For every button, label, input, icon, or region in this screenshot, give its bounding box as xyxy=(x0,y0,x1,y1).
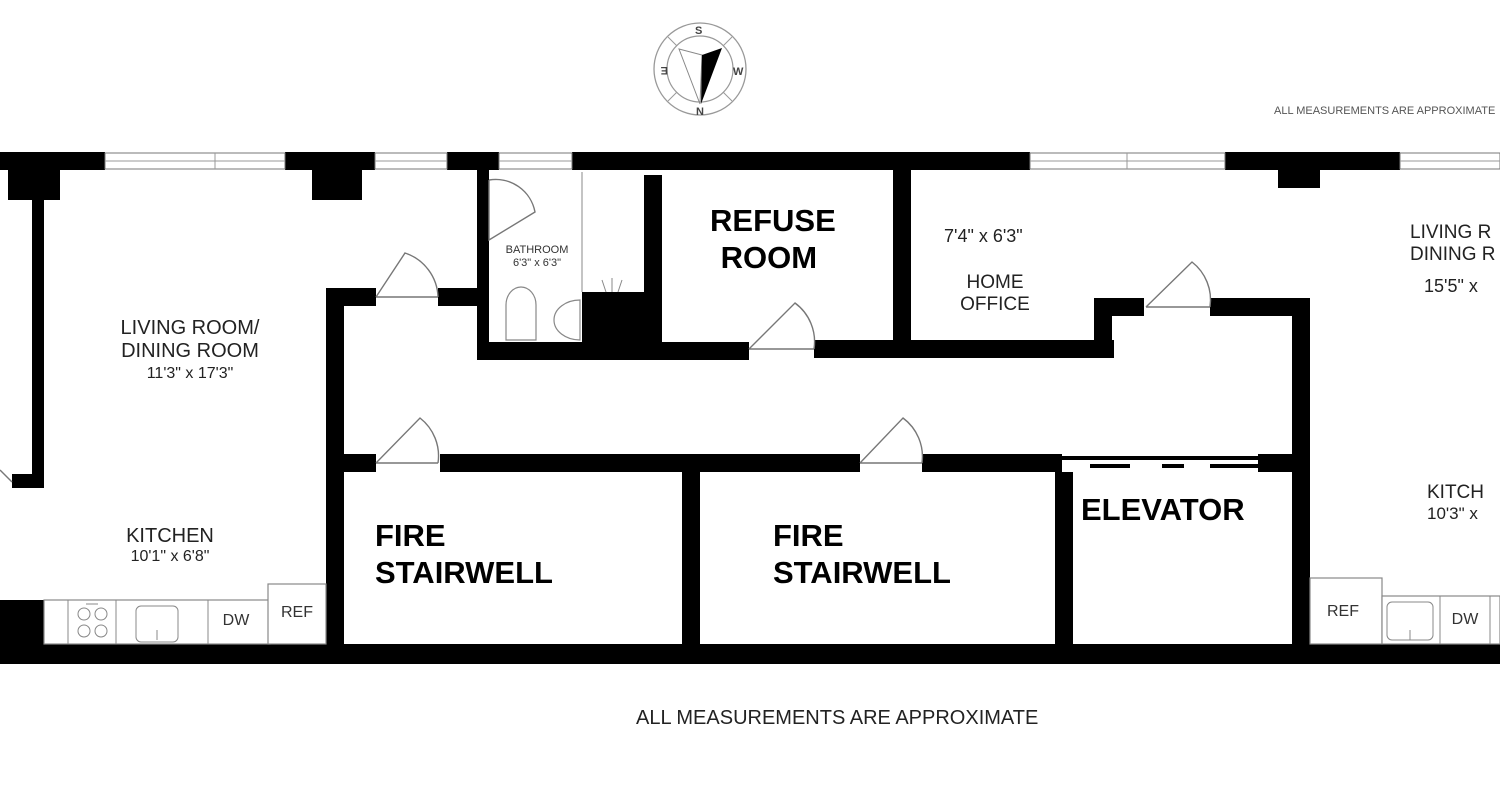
room-left-kitchen: KITCHEN 10'1" x 6'8" xyxy=(100,525,240,566)
room-name: FIRE xyxy=(375,518,446,553)
svg-text:W: W xyxy=(733,66,744,78)
svg-text:N: N xyxy=(696,106,704,118)
room-name: KITCHEN xyxy=(126,525,214,547)
room-name: BATHROOM xyxy=(505,244,569,256)
room-refuse: REFUSE ROOM xyxy=(710,202,836,276)
room-name: KITCH xyxy=(1427,482,1484,503)
refrigerator-label: REF xyxy=(281,604,313,621)
room-left-living: LIVING ROOM/ DINING ROOM 11'3" x 17'3" xyxy=(95,317,285,383)
room-bathroom: BATHROOM 6'3" x 6'3" xyxy=(492,244,582,269)
refrigerator-label-right: REF xyxy=(1327,603,1359,620)
room-right-living: LIVING R DINING R 15'5" x xyxy=(1410,222,1496,296)
dishwasher-label: DW xyxy=(222,612,250,629)
sink-icon xyxy=(553,299,581,341)
room-name: FIRE xyxy=(773,518,844,553)
room-name: DINING ROOM xyxy=(121,340,259,362)
room-dims: 6'3" x 6'3" xyxy=(512,256,562,269)
room-name: REFUSE xyxy=(710,203,836,238)
room-name: ROOM xyxy=(720,240,818,276)
room-name: STAIRWELL xyxy=(375,555,553,591)
room-name: DINING R xyxy=(1410,243,1496,265)
room-right-kitchen: KITCH 10'3" x xyxy=(1427,482,1484,523)
room-name: LIVING R xyxy=(1410,222,1492,243)
room-dims-home-office: 7'4" x 6'3" xyxy=(944,226,1023,246)
shower-icon xyxy=(601,278,623,293)
room-name: STAIRWELL xyxy=(773,555,951,591)
room-fire-stairwell-2: FIRE STAIRWELL xyxy=(773,517,951,591)
room-name: HOME xyxy=(966,272,1024,293)
room-dims: 11'3" x 17'3" xyxy=(146,365,234,382)
room-elevator: ELEVATOR xyxy=(1081,492,1245,527)
room-name: LIVING ROOM/ xyxy=(120,317,260,339)
svg-text:E: E xyxy=(661,64,668,76)
toilet-icon xyxy=(505,286,537,341)
room-dims: 10'1" x 6'8" xyxy=(130,548,210,565)
room-dims: 15'5" x xyxy=(1424,275,1478,296)
room-dims: 10'3" x xyxy=(1427,503,1478,523)
left-kitchen-counter xyxy=(43,583,327,645)
room-name: OFFICE xyxy=(960,293,1030,315)
room-home-office: HOME OFFICE xyxy=(950,272,1040,316)
right-kitchen-counter xyxy=(1309,577,1500,645)
room-fire-stairwell-1: FIRE STAIRWELL xyxy=(375,517,553,591)
door-icon xyxy=(0,178,1212,483)
measurement-note-bottom: ALL MEASUREMENTS ARE APPROXIMATE xyxy=(636,707,1039,729)
dishwasher-label-right: DW xyxy=(1451,611,1479,628)
measurement-note-top: ALL MEASUREMENTS ARE APPROXIMATE xyxy=(1274,105,1496,117)
svg-text:S: S xyxy=(695,25,702,37)
compass-icon: S E W N xyxy=(653,22,747,118)
